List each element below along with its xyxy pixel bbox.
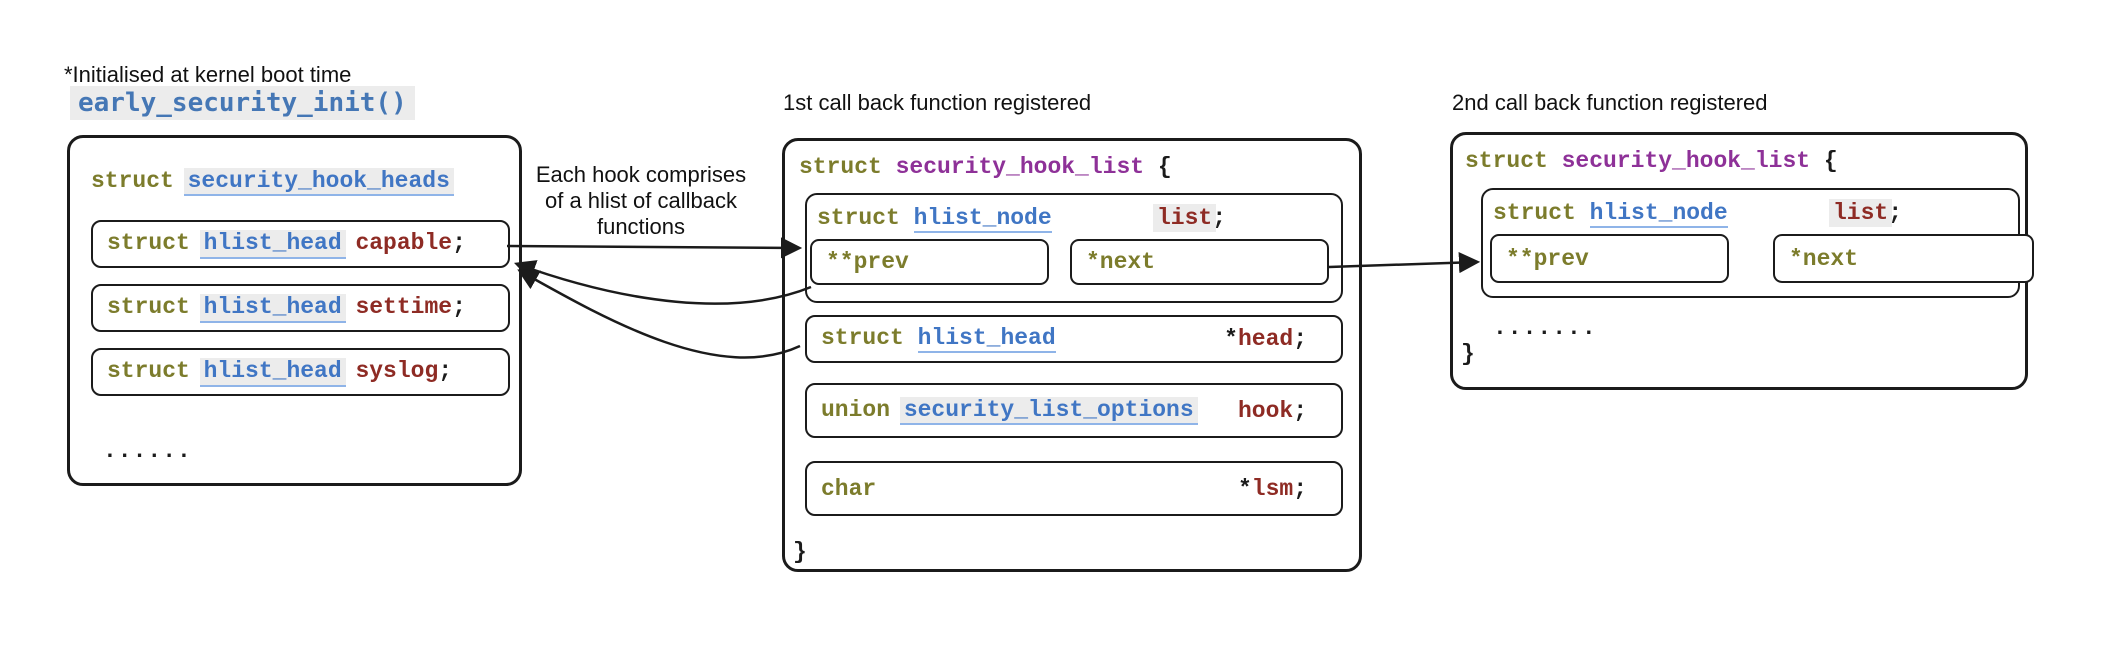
hlist-head-link: hlist_head [199,294,346,323]
field-name: syslog [355,358,439,385]
hlist-node-decl: struct hlist_node [1493,200,1728,229]
second-callback-label: 2nd call back function registered [1452,90,1768,115]
field-name: settime [355,294,453,321]
struct-keyword: struct [799,154,882,180]
open-brace: { [1823,148,1838,174]
hlist-node-link: hlist_node [913,206,1052,234]
semicolon: ; [1293,326,1307,352]
head-field: *head; [1224,326,1307,352]
hook-note-line3: functions [596,213,686,239]
hook-note: Each hook comprises of a hlist of callba… [510,162,772,240]
struct-keyword: struct [91,168,174,194]
capable-row-code: struct hlist_head capable; [107,230,466,259]
security-hook-list-title: struct security_hook_list { [799,154,1172,180]
semicolon: ; [1293,397,1307,424]
semicolon: ; [1293,475,1307,502]
hlist-head-link: hlist_head [917,326,1056,354]
next-pointer-box: *next [1070,239,1329,285]
list-field: list; [1152,204,1226,233]
arrow-capable-to-node [506,237,803,259]
hlist-node-link: hlist_node [1589,201,1728,229]
semicolon: ; [1212,205,1226,231]
next-pointer-label: *next [1789,245,1859,272]
list-field: list; [1828,199,1902,228]
syslog-row-code: struct hlist_head syslog; [107,358,453,387]
hook-row-decl: union security_list_options [821,396,1198,426]
hook-note-line2: of a hlist of callback [545,187,737,213]
char-keyword: char [821,475,877,502]
capable-row: struct hlist_head capable; [91,220,510,268]
arrow-prev-back-to-heads [514,260,812,305]
settime-row: struct hlist_head settime; [91,284,510,332]
security-hook-list-name: security_hook_list [1561,148,1811,174]
struct-keyword: struct [107,358,190,385]
hook-row: union security_list_options hook; [805,383,1343,438]
struct-keyword: struct [107,230,190,257]
field-name: capable [355,230,453,257]
security-hook-list-name: security_hook_list [895,154,1145,180]
right-ellipsis: ....... [1493,315,1597,341]
middle-close-brace: } [793,539,807,565]
semicolon: ; [438,358,453,385]
lsm-field: *lsm; [1237,475,1307,502]
semicolon: ; [452,230,466,257]
pointer-star: * [1224,326,1238,352]
security-hook-heads-title: struct security_hook_heads [91,168,454,197]
head-row-decl: struct hlist_head [821,324,1056,354]
hlist-node-decl: struct hlist_node [817,205,1052,234]
struct-keyword: struct [821,324,904,351]
left-ellipsis: ...... [103,438,192,464]
hlist-node-row: struct hlist_node list; [817,204,1322,234]
open-brace: { [1157,154,1172,180]
struct-keyword: struct [1465,148,1548,174]
prev-pointer-box: **prev [810,239,1049,285]
next-pointer-box: *next [1773,234,2034,283]
security-hook-heads-box: struct security_hook_heads struct hlist_he… [67,135,522,486]
hlist-head-link: hlist_head [199,230,346,259]
arrow-head-back-to-heads [517,269,801,359]
struct-keyword: struct [1493,200,1576,226]
right-close-brace: } [1461,341,1475,367]
hlist-node-container: struct hlist_node list; **prev *next [805,193,1343,303]
first-callback-label: 1st call back function registered [783,90,1092,115]
pointer-star: * [1237,475,1252,502]
struct-keyword: struct [107,294,190,321]
semicolon: ; [1888,200,1902,226]
hlist-head-link: hlist_head [199,358,346,387]
semicolon: ; [452,294,466,321]
security-hook-list-box-1: struct security_hook_list { struct hlist_no… [782,138,1362,572]
next-pointer-label: *next [1086,249,1156,275]
boot-time-note: *Initialised at kernel boot time [64,62,352,87]
hook-field: hook; [1237,397,1307,424]
security-hook-heads-link: security_hook_heads [183,168,454,197]
hlist-node-row: struct hlist_node list; [1493,199,1998,229]
prev-pointer-label: **prev [1506,245,1589,272]
security-list-options-link: security_list_options [899,396,1198,426]
settime-row-code: struct hlist_head settime; [107,294,466,323]
head-row: struct hlist_head *head; [805,315,1343,363]
struct-keyword: struct [817,205,900,231]
prev-pointer-box: **prev [1490,234,1729,283]
lsm-row: char *lsm; [805,461,1343,516]
early-security-init-code: early_security_init() [70,86,415,120]
syslog-row: struct hlist_head syslog; [91,348,510,396]
prev-pointer-label: **prev [826,249,909,275]
hlist-node-container: struct hlist_node list; **prev *next [1481,188,2034,298]
hook-note-line1: Each hook comprises [535,162,747,187]
security-hook-list-title: struct security_hook_list { [1465,148,1838,174]
union-keyword: union [821,396,891,423]
security-hook-list-box-2: struct security_hook_list { struct hlist_no… [1450,132,2034,390]
